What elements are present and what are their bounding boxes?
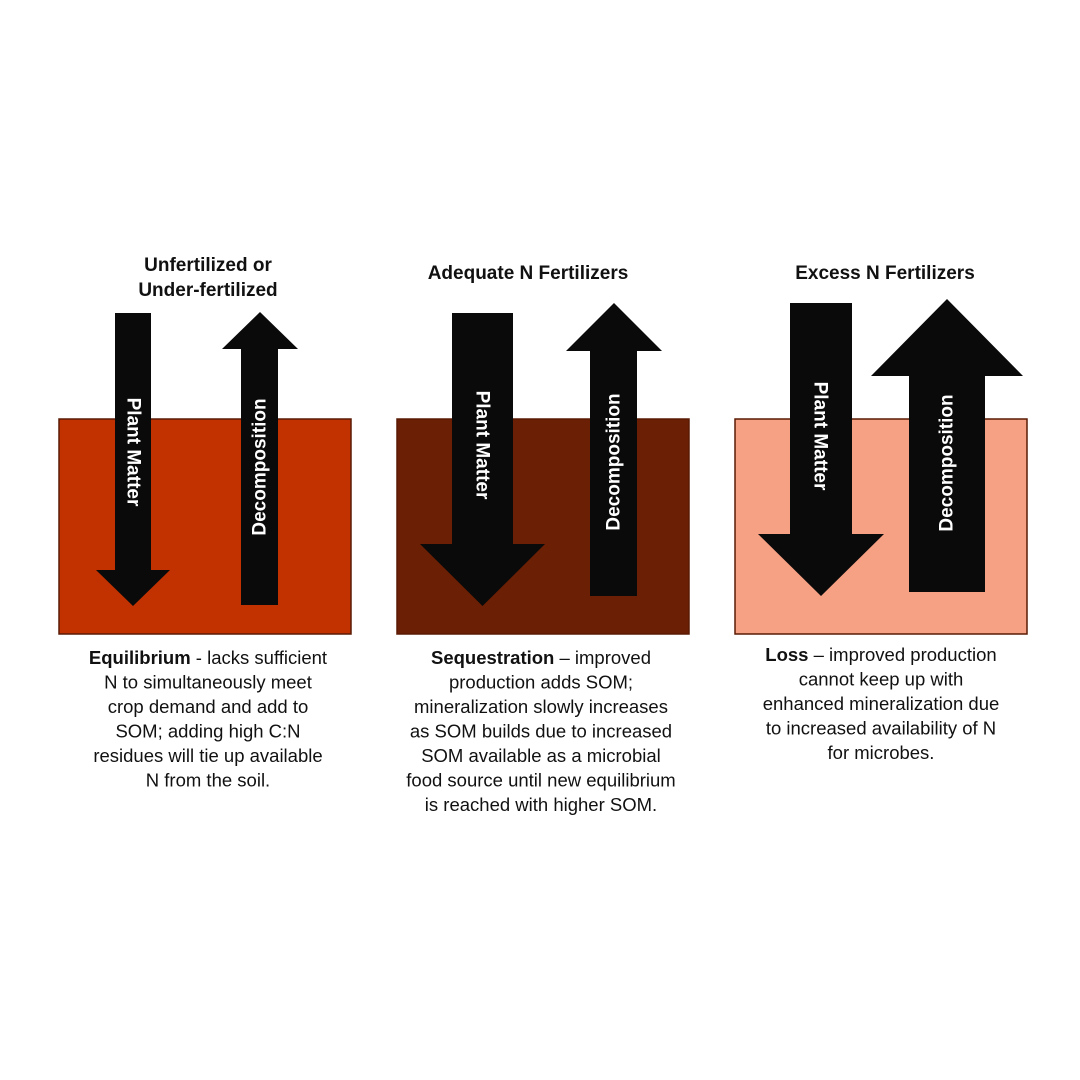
panel-title: Adequate N Fertilizers bbox=[428, 263, 629, 284]
caption-line: as SOM builds due to increased bbox=[410, 721, 672, 742]
soil-box bbox=[396, 418, 690, 635]
plant-matter-down-arrow-icon bbox=[420, 313, 545, 606]
plant-matter-label: Plant Matter bbox=[123, 398, 144, 507]
plant-matter-down-arrow-icon bbox=[96, 313, 170, 606]
caption-line: - lacks sufficient bbox=[191, 647, 327, 668]
caption-term: Loss bbox=[765, 644, 808, 665]
panel-title: Unfertilized or bbox=[144, 255, 272, 276]
decomposition-label: Decomposition bbox=[250, 398, 271, 535]
decomposition-label: Decomposition bbox=[604, 393, 625, 530]
caption-line: for microbes. bbox=[828, 742, 935, 763]
panel-title: Under-fertilized bbox=[138, 280, 277, 301]
caption-line: mineralization slowly increases bbox=[414, 696, 668, 717]
plant-matter-down-arrow-icon bbox=[758, 303, 884, 596]
caption-line: food source until new equilibrium bbox=[406, 770, 675, 791]
soil-box bbox=[58, 418, 352, 635]
decomposition-up-arrow-icon bbox=[566, 303, 662, 596]
panel-title: Excess N Fertilizers bbox=[795, 263, 975, 284]
caption-line: cannot keep up with bbox=[799, 669, 964, 690]
caption-line: N from the soil. bbox=[146, 770, 270, 791]
caption-term: Sequestration bbox=[431, 647, 554, 668]
caption-line: N to simultaneously meet bbox=[104, 672, 312, 693]
caption-line: to increased availability of N bbox=[766, 718, 996, 739]
caption-line: – improved bbox=[554, 647, 651, 668]
panel-caption: Sequestration – improved production adds … bbox=[406, 647, 675, 815]
caption-line: crop demand and add to bbox=[108, 696, 309, 717]
caption-line: SOM available as a microbial bbox=[421, 745, 661, 766]
plant-matter-label: Plant Matter bbox=[472, 391, 493, 500]
decomposition-up-arrow-icon bbox=[871, 299, 1023, 592]
panel-caption: Loss – improved production cannot keep up… bbox=[763, 644, 1000, 763]
caption-line: SOM; adding high C:N bbox=[115, 721, 300, 742]
decomposition-up-arrow-icon bbox=[222, 312, 298, 605]
caption-line: is reached with higher SOM. bbox=[425, 794, 657, 815]
caption-line: residues will tie up available bbox=[93, 745, 322, 766]
caption-line: – improved production bbox=[808, 644, 996, 665]
plant-matter-label: Plant Matter bbox=[810, 382, 831, 491]
decomposition-label: Decomposition bbox=[937, 394, 958, 531]
caption-line: production adds SOM; bbox=[449, 672, 633, 693]
caption-term: Equilibrium bbox=[89, 647, 191, 668]
panel-caption: Equilibrium - lacks sufficient N to simul… bbox=[89, 647, 327, 791]
caption-line: enhanced mineralization due bbox=[763, 693, 1000, 714]
